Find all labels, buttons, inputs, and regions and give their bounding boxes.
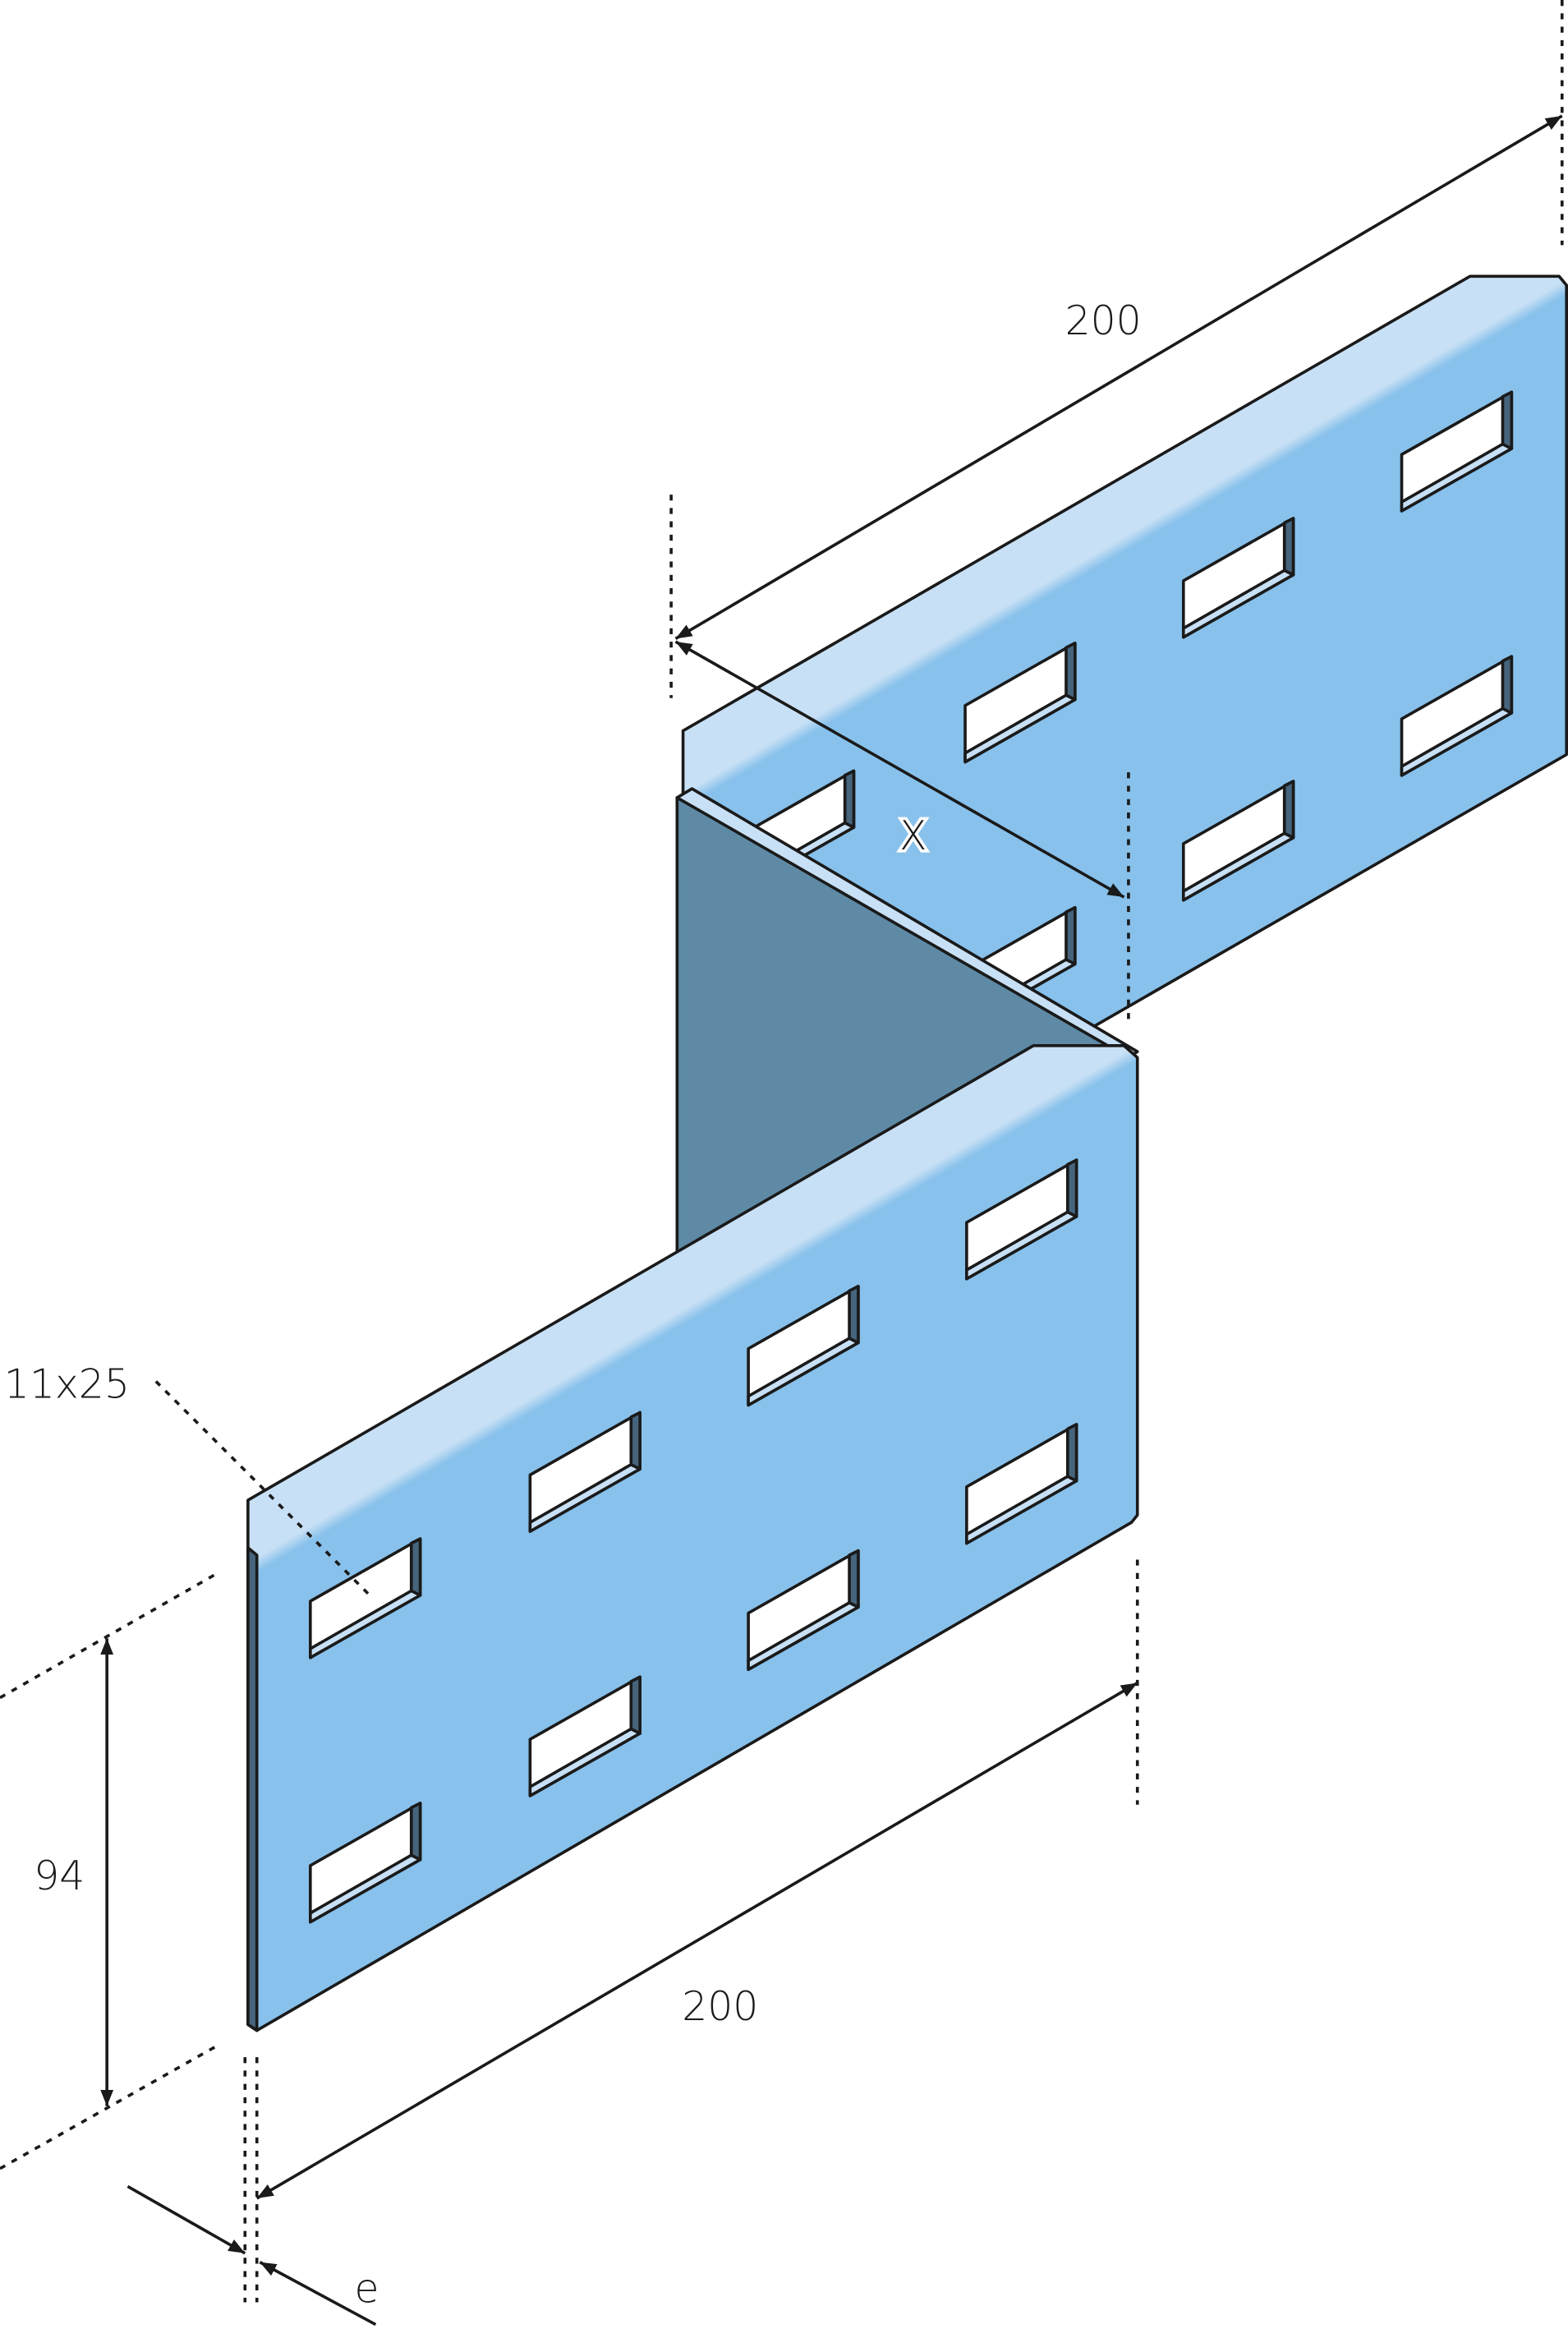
- offset-label: X: [899, 812, 927, 859]
- height-label: 94: [34, 1853, 85, 1899]
- lower-length-label: 200: [682, 1983, 758, 2030]
- upper-length-label: 200: [1065, 297, 1142, 344]
- dimension-upper-length: 200: [669, 0, 1564, 698]
- dimension-lower-length: 200: [255, 1559, 1139, 2200]
- thickness-label: e: [355, 2265, 379, 2312]
- slot-size-label: 11x25: [4, 1360, 130, 1407]
- dimension-thickness: e: [126, 2057, 379, 2327]
- slot-size-callout: 11x25: [4, 1360, 373, 1598]
- dimension-offset: X: [674, 640, 1130, 1025]
- dimension-height: 94: [0, 1572, 217, 2170]
